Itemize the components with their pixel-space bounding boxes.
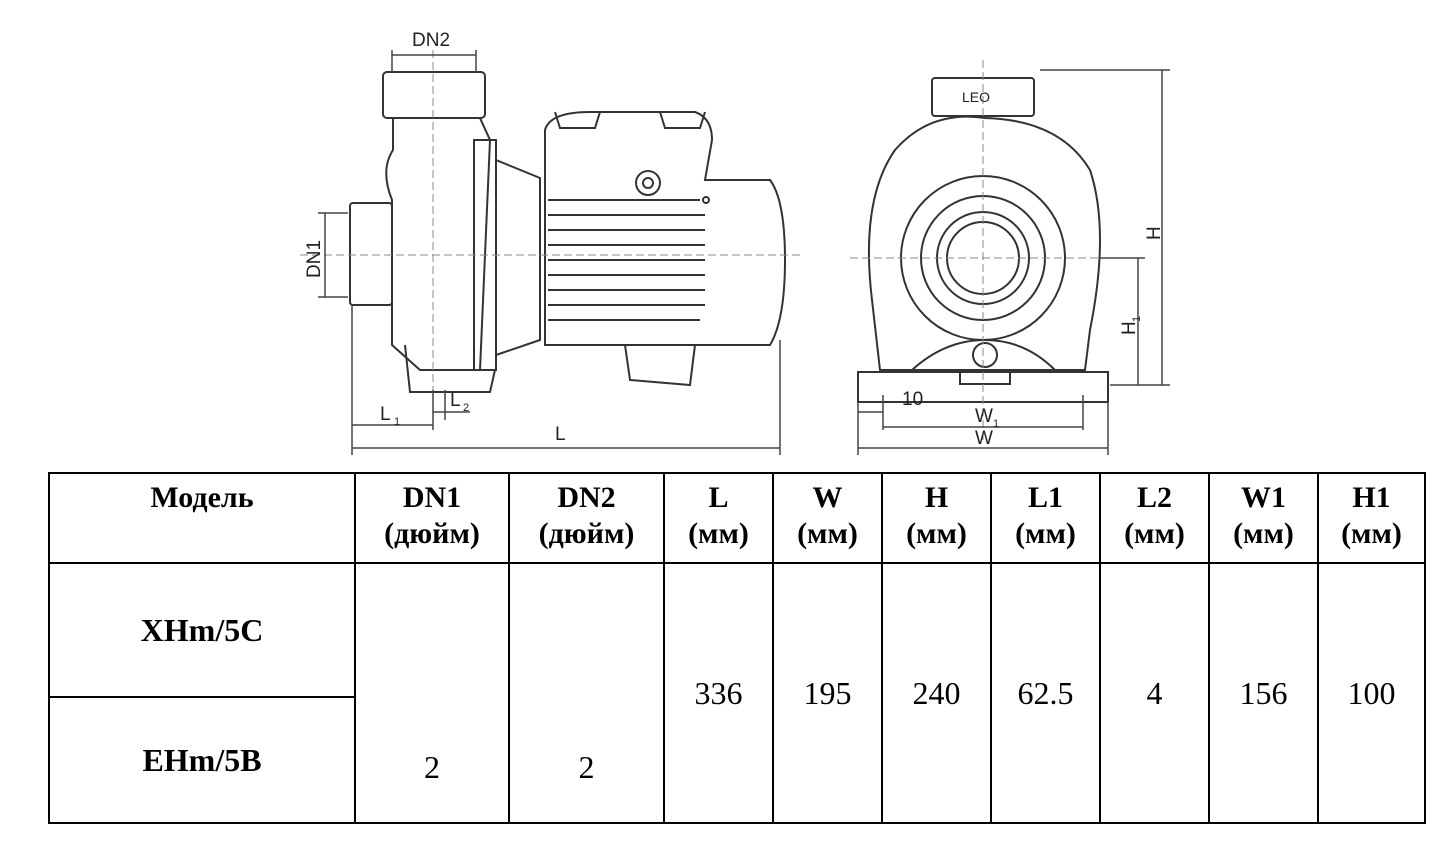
table-row: XHm/5C 2 2 336 195 240 62.5 4 156 100: [48, 562, 1426, 824]
w1-label: W: [975, 406, 993, 427]
header-l: L(мм): [663, 472, 774, 564]
dn1-label: DN1: [304, 240, 325, 278]
w-value: 195: [772, 562, 883, 824]
l2-label: L: [450, 390, 461, 411]
pump-dimension-drawing: DN2 DN1 L 1 L 2 L LEO H H 1 10 W 1 W: [300, 30, 1170, 455]
w1-subscript: 1: [993, 418, 999, 430]
h1-label: H: [1119, 321, 1140, 335]
l-label: L: [555, 424, 566, 445]
front-view-dimensions: [857, 69, 1170, 455]
table-header-row: Модель DN1(дюйм) DN2(дюйм) L(мм) W(мм) H…: [48, 472, 1426, 564]
header-h1: H1(мм): [1317, 472, 1426, 564]
l1-value: 62.5: [990, 562, 1101, 824]
dn2-label: DN2: [412, 30, 450, 51]
header-dn1: DN1(дюйм): [354, 472, 510, 564]
dn2-value: 2: [508, 562, 665, 824]
table-row: EHm/5B: [48, 696, 1425, 824]
model-cell: XHm/5C: [48, 562, 356, 698]
h-value: 240: [881, 562, 992, 824]
brand-logo: LEO: [962, 89, 990, 105]
l-value: 336: [663, 562, 774, 824]
pump-side-view: [300, 50, 800, 393]
header-w: W(мм): [772, 472, 883, 564]
header-dn2: DN2(дюйм): [508, 472, 665, 564]
l1-subscript: 1: [394, 416, 400, 428]
w1-value: 156: [1208, 562, 1319, 824]
h-label: H: [1144, 226, 1165, 240]
h1-subscript: 1: [1131, 316, 1143, 322]
side-view-dimensions: [318, 50, 781, 455]
dn1-value: 2: [354, 562, 510, 824]
l2-subscript: 2: [463, 402, 469, 414]
header-l2: L2(мм): [1099, 472, 1210, 564]
model-cell: EHm/5B: [48, 696, 356, 824]
pump-front-view: [850, 60, 1120, 440]
ten-mm-label: 10: [902, 389, 923, 410]
header-h: H(мм): [881, 472, 992, 564]
h1-value: 100: [1317, 562, 1426, 824]
dimensions-table: Модель DN1(дюйм) DN2(дюйм) L(мм) W(мм) H…: [48, 472, 1426, 824]
l1-label: L: [380, 404, 391, 425]
header-w1: W1(мм): [1208, 472, 1319, 564]
header-model: Модель: [48, 472, 356, 564]
header-l1: L1(мм): [990, 472, 1101, 564]
w-label: W: [975, 428, 993, 449]
l2-value: 4: [1099, 562, 1210, 824]
